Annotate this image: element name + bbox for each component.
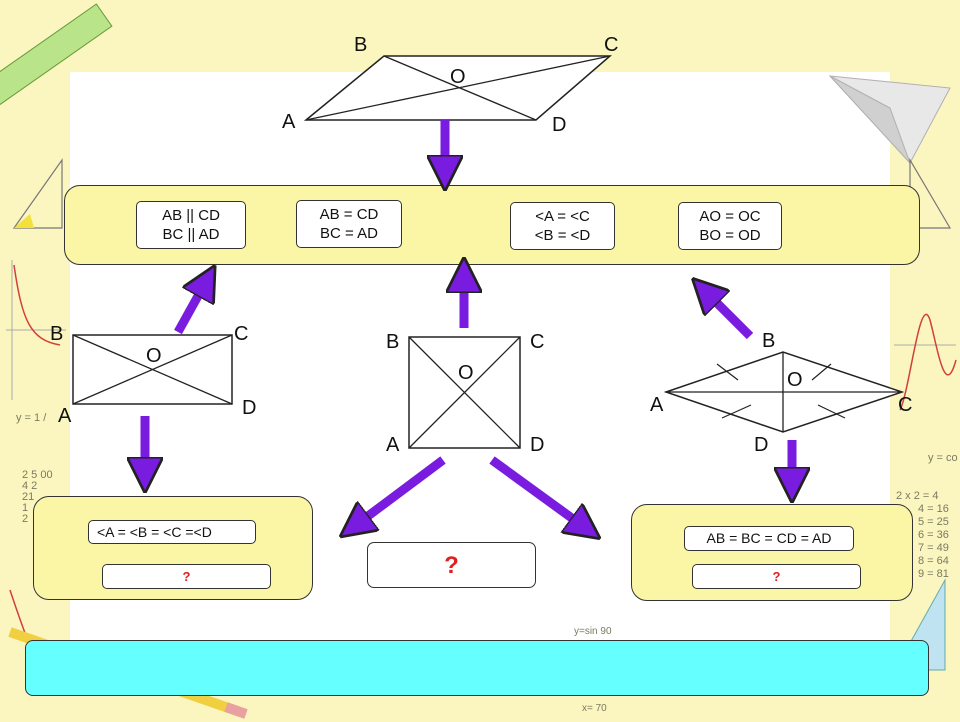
formula-sin: y=sin 90 xyxy=(574,626,612,637)
rhombus-tick xyxy=(721,404,752,419)
rhombus-label-b: B xyxy=(762,330,775,352)
parallelogram-figure: B C O A D xyxy=(282,34,618,136)
arrows xyxy=(145,120,792,524)
diagonals-line-1: AO = OC xyxy=(699,208,761,225)
parallel-line-1: AB || CD xyxy=(162,207,220,224)
square-figure: B C O A D xyxy=(386,331,544,456)
rectangle-label-d: D xyxy=(242,397,256,419)
mult-row: 8 = 64 xyxy=(918,555,949,567)
square-label-a: A xyxy=(386,434,400,456)
diagonals-line-2: BO = OD xyxy=(699,227,761,244)
square-label-b: B xyxy=(386,331,399,353)
rhombus-sides-box: AB = BC = CD = AD xyxy=(684,526,854,551)
rhombus-label-c: C xyxy=(898,394,912,416)
rhombus-tick xyxy=(716,363,739,381)
rectangle-angles-box: <A = <B = <C =<D xyxy=(88,520,256,544)
mult-row: 4 = 16 xyxy=(918,503,949,515)
number-row: 4 2 xyxy=(22,480,38,492)
parallelogram-label-b: B xyxy=(354,34,367,56)
angles-box: <A = <C <B = <D xyxy=(510,202,615,250)
rhombus-label-d: D xyxy=(754,434,768,456)
number-row: 2 5 00 xyxy=(22,469,53,481)
arrow-rectangle-to-properties xyxy=(174,287,203,335)
rectangle-label-c: C xyxy=(234,323,248,345)
parallel-sides-box: AB || CD BC || AD xyxy=(136,201,246,249)
formula-y1: y = 1 / xyxy=(16,412,47,424)
parallelogram-diagonal-ac xyxy=(305,55,611,121)
number-row: 1 xyxy=(22,502,29,514)
angles-line-1: <A = <C xyxy=(535,208,590,225)
parallelogram-label-o: O xyxy=(450,66,466,88)
parallel-line-2: BC || AD xyxy=(162,226,220,243)
rectangle-label-b: B xyxy=(50,323,63,345)
rhombus-label-a: A xyxy=(650,394,664,416)
arrow-square-to-question-left xyxy=(360,456,446,522)
square-label-o: O xyxy=(458,362,474,384)
rhombus-tick xyxy=(817,404,846,419)
square-label-d: D xyxy=(530,434,544,456)
rectangle-diagonal-bd xyxy=(72,334,233,405)
equal-sides-line-1: AB = CD xyxy=(319,206,379,223)
diagonals-box: AO = OC BO = OD xyxy=(678,202,782,250)
mult-table: 2 x 2 = 4 4 = 16 5 = 25 6 = 36 7 = 49 8 … xyxy=(896,490,949,581)
rhombus-figure: B O A C D xyxy=(650,330,912,456)
rectangle-question-box[interactable]: ? xyxy=(102,564,271,589)
numbers-left: 2 5 00 4 2 21 1 2 xyxy=(22,470,53,525)
parallelogram-label-d: D xyxy=(552,114,566,136)
answer-bar[interactable] xyxy=(25,640,929,696)
arrow-rhombus-to-properties xyxy=(710,296,754,340)
rhombus-question-box[interactable]: ? xyxy=(692,564,861,589)
number-row: 2 xyxy=(22,513,29,525)
parallelogram-label-c: C xyxy=(604,34,618,56)
angles-line-2: <B = <D xyxy=(534,227,591,244)
rhombus-label-o: O xyxy=(787,369,803,391)
rhombus-tick xyxy=(811,363,832,381)
equal-sides-line-2: BC = AD xyxy=(320,225,378,242)
square-diagonal-bd xyxy=(408,336,521,449)
square-label-c: C xyxy=(530,331,544,353)
rectangle-label-o: O xyxy=(146,345,162,367)
mult-row: 6 = 36 xyxy=(918,529,949,541)
square-question-box[interactable]: ? xyxy=(367,542,536,588)
equal-sides-box: AB = CD BC = AD xyxy=(296,200,402,248)
mult-row: 2 x 2 = 4 xyxy=(896,490,939,502)
mult-row: 5 = 25 xyxy=(918,516,949,528)
paper-plane-decoration xyxy=(828,75,951,164)
mult-row: 7 = 49 xyxy=(918,542,949,554)
arrow-square-to-question-right xyxy=(489,456,580,524)
number-row: 21 xyxy=(22,491,35,503)
rectangle-label-a: A xyxy=(58,405,72,427)
mult-row: 9 = 81 xyxy=(918,568,949,580)
formula-x: x= 70 xyxy=(582,703,607,714)
parallelogram-diagonal-bd xyxy=(383,55,537,121)
formula-cos: y = co xyxy=(928,452,958,464)
rectangle-figure: B C O A D xyxy=(50,323,256,427)
parallelogram-label-a: A xyxy=(282,111,296,133)
